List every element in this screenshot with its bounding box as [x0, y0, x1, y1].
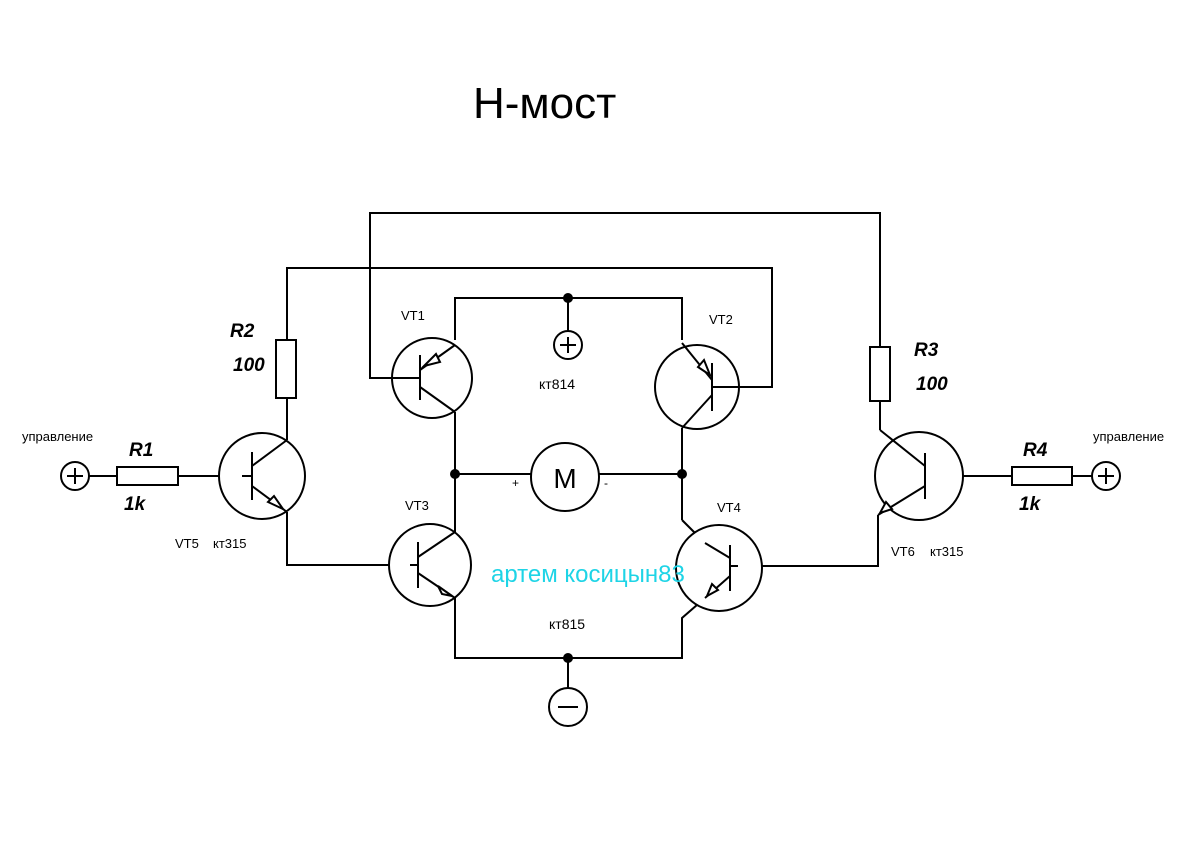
r1-value: 1k [124, 494, 147, 515]
lower-transistors-model: кт815 [549, 616, 585, 632]
wire-vt5-emitter-to-vt3 [286, 512, 410, 566]
transistor-vt1 [391, 337, 473, 419]
junction-right-mid [677, 469, 687, 479]
left-input-terminal [60, 461, 90, 491]
wire-vt6-emitter-to-vt4 [738, 515, 879, 567]
vt4-label: VT4 [717, 500, 741, 515]
motor-symbol [530, 442, 600, 512]
r4-name: R4 [1023, 440, 1048, 461]
negative-supply-terminal [548, 687, 588, 727]
junction-positive [563, 293, 573, 303]
vt1-label: VT1 [401, 308, 425, 323]
resistor-r2 [275, 339, 297, 399]
motor-minus-sign: - [604, 476, 608, 490]
vt3-label: VT3 [405, 498, 429, 513]
positive-supply-terminal [553, 330, 583, 360]
resistor-r3 [869, 346, 891, 402]
vt6-label: VT6 [891, 544, 915, 559]
junctions [450, 293, 687, 663]
wires [89, 212, 1092, 688]
wire-negative-rail [454, 597, 706, 659]
control-label-left: управление [22, 429, 93, 444]
transistor-vt3 [388, 523, 472, 607]
wire-vt1-base-to-r3 [369, 212, 881, 379]
right-input-terminal [1091, 461, 1121, 491]
resistor-r1 [116, 466, 179, 486]
motor-plus-sign: + [512, 476, 519, 490]
r3-name: R3 [914, 340, 939, 361]
r3-value: 100 [916, 374, 948, 395]
r1-name: R1 [129, 440, 153, 461]
r2-value: 100 [233, 355, 265, 376]
vt5-model: кт315 [213, 536, 246, 551]
r4-value: 1k [1019, 494, 1042, 515]
upper-transistors-model: кт814 [539, 376, 575, 392]
transistor-vt4 [675, 524, 763, 612]
motor-label: M [553, 463, 576, 494]
transistor-vt5 [218, 432, 306, 520]
r2-name: R2 [230, 321, 255, 342]
diagram-title: H-мост [473, 79, 616, 128]
control-label-right: управление [1093, 429, 1164, 444]
watermark-text: артем косицын83 [491, 561, 685, 588]
vt6-model: кт315 [930, 544, 963, 559]
wire-r2-to-vt2-base [286, 267, 773, 388]
transistor-vt6 [874, 429, 964, 521]
junction-left-mid [450, 469, 460, 479]
junction-negative [563, 653, 573, 663]
vt2-label: VT2 [709, 312, 733, 327]
vt5-label: VT5 [175, 536, 199, 551]
transistor-vt2 [654, 342, 740, 430]
resistor-r4 [1011, 466, 1073, 486]
